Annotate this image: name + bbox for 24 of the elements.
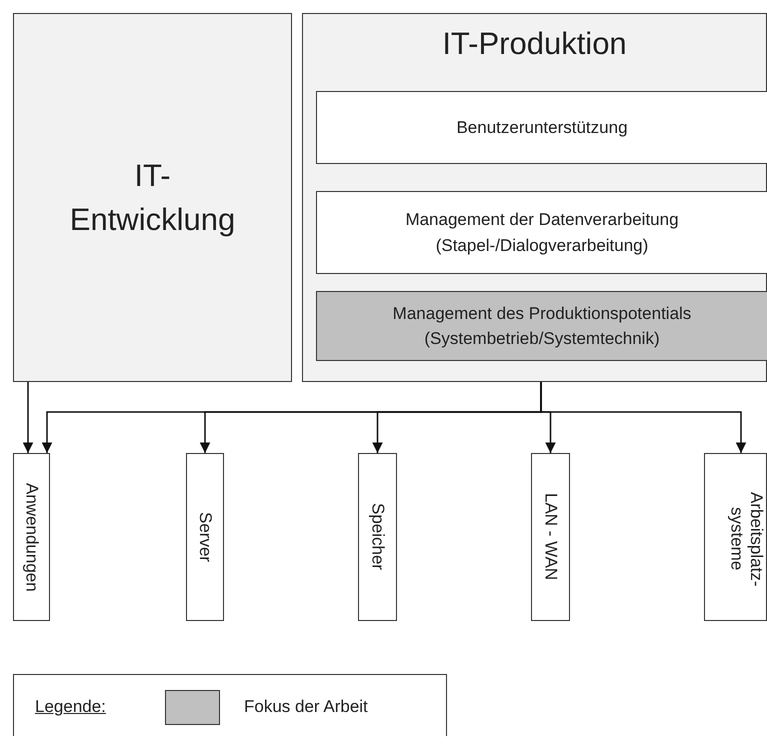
box-text: Management der Datenverarbeitung (Stapel-/Dialogverarbeitung) (404, 209, 680, 256)
panel-title: IT-Produktion (441, 26, 628, 62)
process-box (316, 191, 767, 274)
box-text: Management des Produktionspotentials (Systembetrieb/Systemtechnik) (392, 302, 692, 350)
panel (302, 13, 767, 382)
arrow (540, 382, 746, 453)
category-box (13, 453, 50, 621)
legend-text: Fokus der Arbeit (244, 697, 368, 717)
category-box (531, 453, 570, 621)
process-box (316, 91, 767, 164)
box-text: Benutzerunterstützung (455, 116, 629, 139)
panel-title: IT- Entwicklung (68, 157, 236, 238)
category-label: LAN - WAN (540, 493, 560, 581)
category-box (704, 453, 767, 621)
category-box (358, 453, 397, 621)
category-box (186, 453, 224, 621)
legend-title: Legende: (35, 697, 106, 717)
category-label: Server (195, 512, 215, 562)
category-label: Speicher (368, 503, 388, 571)
process-box (316, 291, 767, 361)
category-label: Anwendungen (22, 482, 42, 592)
arrow (22, 382, 34, 453)
category-label: Arbeitsplatz- systeme (726, 490, 766, 588)
panel (13, 13, 292, 382)
